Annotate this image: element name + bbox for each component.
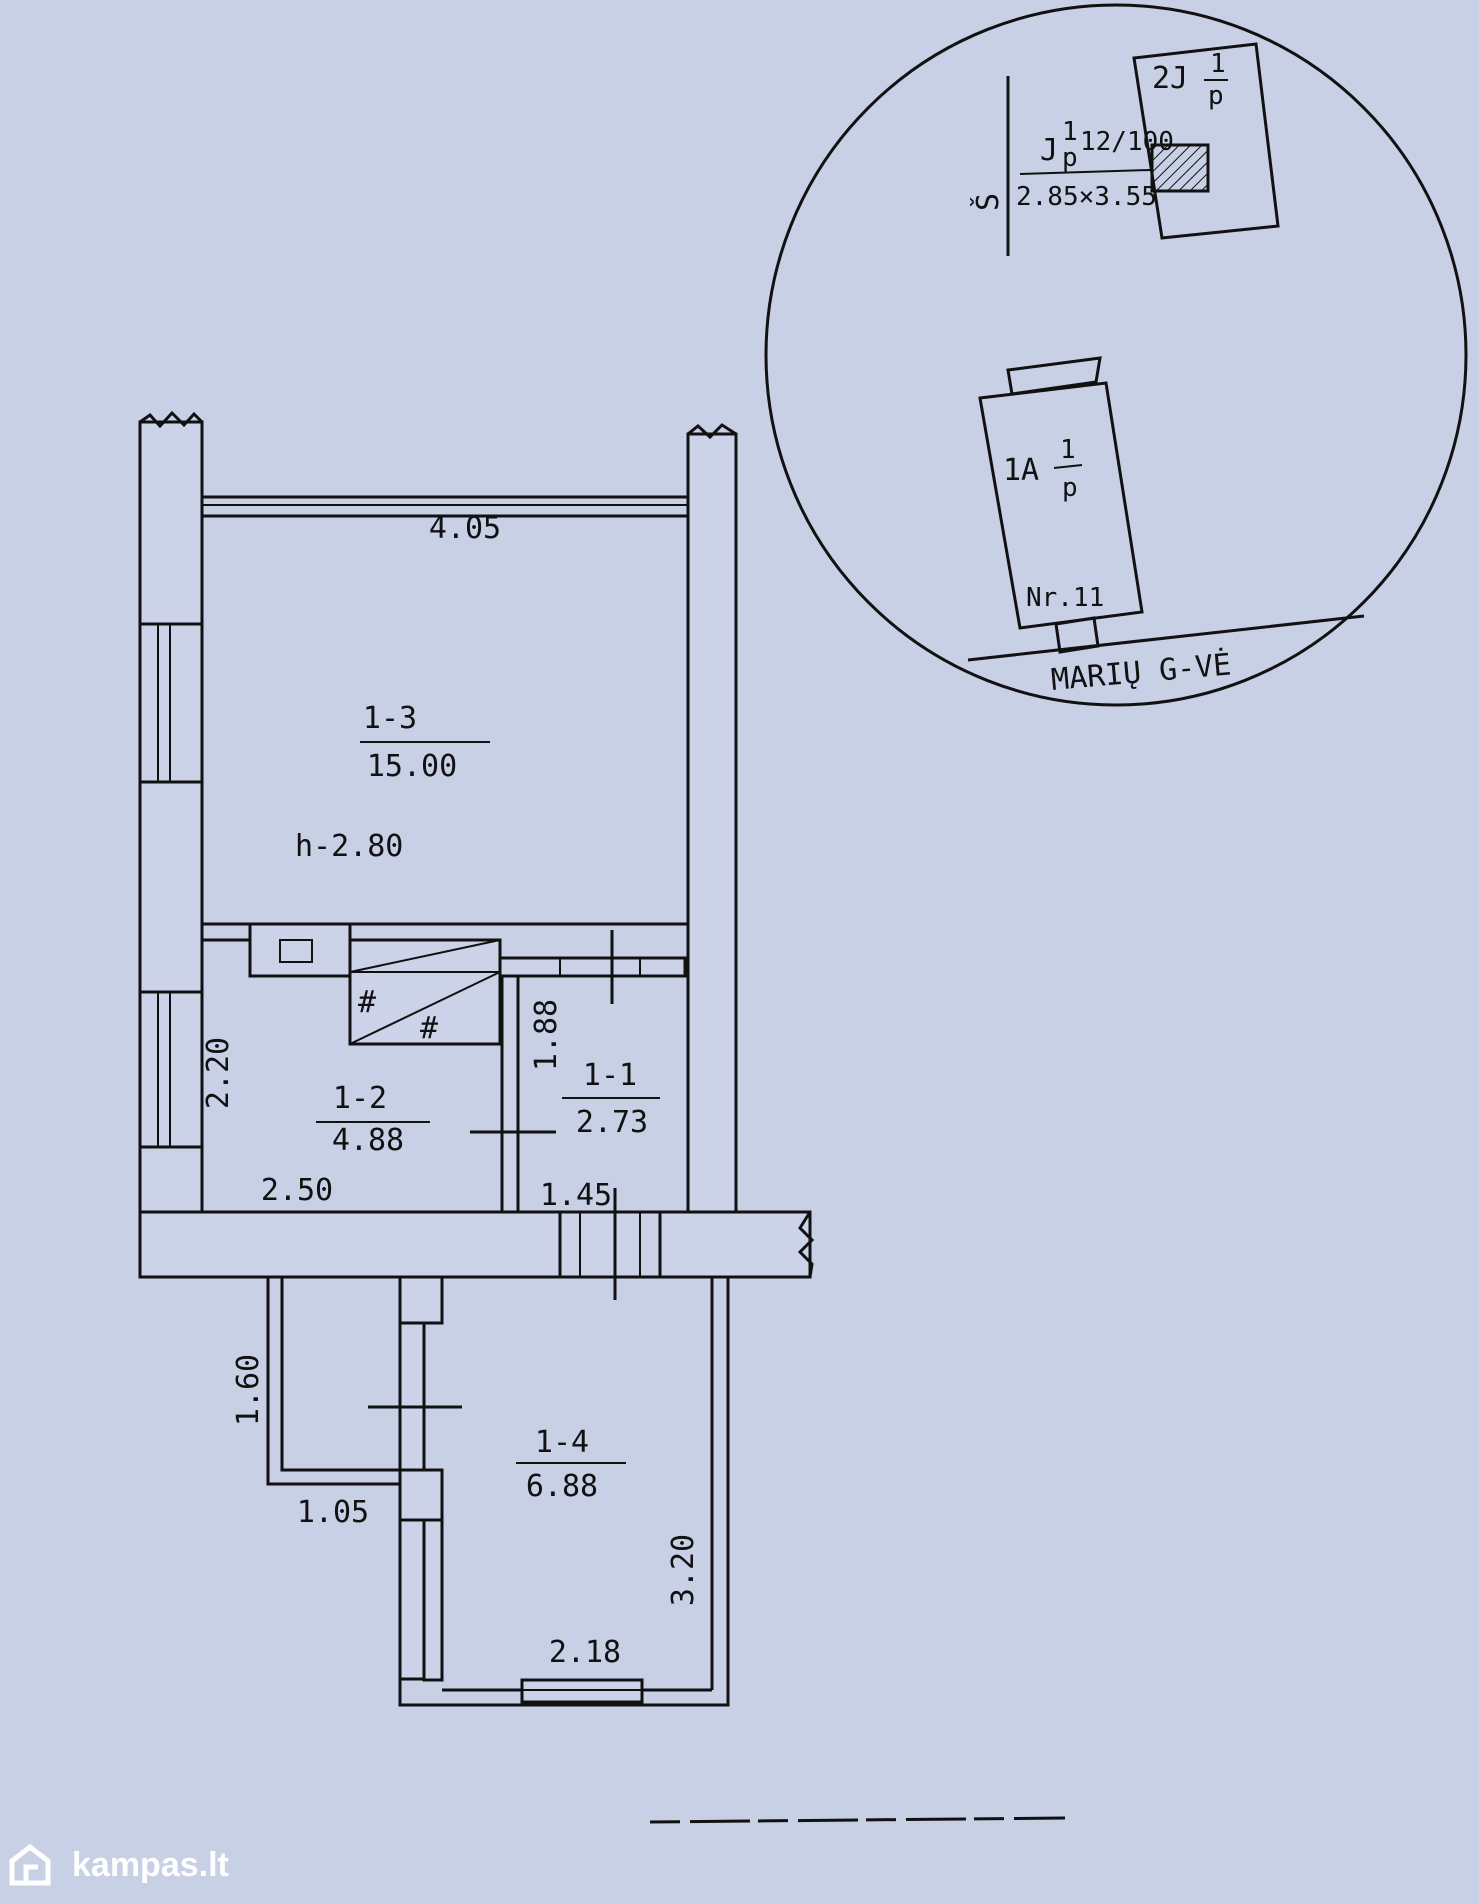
walls: [138, 410, 815, 1279]
shed-frac-bottom: p: [1062, 143, 1078, 173]
dim-3-20: 3.20: [666, 1534, 701, 1606]
dim-2-18: 2.18: [549, 1635, 621, 1670]
brand-watermark: kampas.lt: [8, 1842, 229, 1888]
dim-4-05: 4.05: [429, 511, 501, 546]
extension: [266, 1275, 730, 1707]
room-1-4: 1-4 6.88: [516, 1425, 626, 1504]
building-2j-number: 2J: [1152, 61, 1188, 96]
brand-name: kampas.lt: [72, 1845, 229, 1884]
building-2j-frac-top: 1: [1210, 49, 1226, 79]
dim-1-05: 1.05: [297, 1495, 369, 1530]
shed-number: J: [1040, 133, 1058, 168]
svg-text:#: #: [420, 1011, 438, 1046]
house-frac-top: 1: [1060, 435, 1076, 465]
shed-frac-top: 1: [1062, 117, 1078, 147]
shed-size: 2.85×3.55: [1016, 182, 1157, 212]
house-address-number: Nr.11: [1026, 583, 1104, 613]
partitions: # #: [196, 922, 688, 1300]
svg-text:#: #: [358, 985, 376, 1020]
dim-1-60: 1.60: [231, 1354, 266, 1426]
north-label: Š: [969, 193, 1006, 211]
house-logo-icon: [9, 1843, 51, 1886]
room-1-2: 1-2 4.88: [316, 1081, 430, 1158]
room-1-2-area: 4.88: [332, 1123, 404, 1158]
room-1-1-area: 2.73: [576, 1105, 648, 1140]
room-1-3-id: 1-3: [363, 701, 417, 736]
dim-2-20: 2.20: [201, 1037, 236, 1109]
dim-1-45: 1.45: [540, 1178, 612, 1213]
house-frac-bottom: p: [1062, 473, 1078, 503]
building-2j: 2J 1 p: [1132, 42, 1280, 240]
room-1-3: 1-3 15.00: [360, 701, 490, 784]
dim-1-88: 1.88: [529, 999, 564, 1071]
room-1-3-area: 15.00: [367, 749, 457, 784]
house-number: 1A: [1003, 453, 1039, 488]
room-1-2-id: 1-2: [333, 1081, 387, 1116]
room-1-1-id: 1-1: [583, 1058, 637, 1093]
room-1-1: 1-1 2.73: [562, 1058, 660, 1140]
building-2j-frac-bottom: p: [1208, 81, 1224, 111]
dim-2-50: 2.50: [261, 1173, 333, 1208]
site-plan: Š J 1 p 12/100 2.85×3.55 2J 1 p 1A 1 p: [764, 3, 1468, 707]
bottom-rule: [649, 1816, 1066, 1824]
room-1-4-id: 1-4: [535, 1425, 589, 1460]
room-1-4-area: 6.88: [526, 1469, 598, 1504]
ceiling-height: h-2.80: [295, 829, 403, 864]
dimensions: 4.05 2.20 2.50 1.88 1.45 1.60 1.05 3.20 …: [201, 511, 701, 1670]
street-name: MARIŲ G-VĖ: [1050, 646, 1233, 698]
house-1a: 1A 1 p Nr.11: [978, 356, 1144, 654]
shed: J 1 p 12/100 2.85×3.55: [1016, 117, 1210, 212]
